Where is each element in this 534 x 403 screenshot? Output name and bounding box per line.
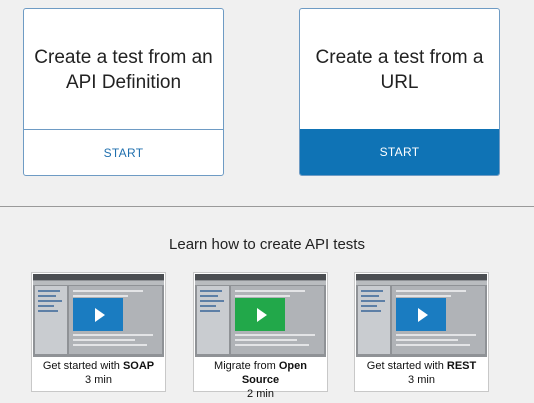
video-caption: Get started with SOAP 3 min — [42, 360, 155, 386]
video-caption: Migrate from Open Source 2 min — [214, 360, 307, 400]
video-caption: Get started with REST 3 min — [366, 360, 477, 386]
video-card-open-source[interactable]: Migrate from Open Source 2 min — [193, 272, 328, 400]
card-url: Create a test from a URL START — [299, 8, 500, 176]
start-button-api-definition[interactable]: START — [24, 129, 223, 175]
play-icon — [417, 307, 428, 322]
play-icon — [256, 307, 267, 322]
card-title-api-definition: Create a test from an API Definition — [34, 47, 213, 93]
section-divider — [0, 206, 534, 207]
video-thumbnail — [356, 274, 487, 357]
play-icon — [94, 307, 105, 322]
video-card-rest[interactable]: Get started with REST 3 min — [354, 272, 489, 392]
card-api-definition: Create a test from an API Definition STA… — [23, 8, 224, 176]
video-duration: 3 min — [85, 374, 112, 386]
card-title-url: Create a test from a URL — [315, 47, 484, 93]
play-button[interactable] — [235, 298, 285, 331]
video-thumbnail — [195, 274, 326, 357]
video-card-soap[interactable]: Get started with SOAP 3 min — [31, 272, 166, 392]
video-duration: 3 min — [408, 374, 435, 386]
start-button-url[interactable]: START — [300, 129, 499, 175]
learn-heading: Learn how to create API tests — [169, 236, 365, 253]
video-duration: 2 min — [247, 388, 274, 400]
video-thumbnail — [33, 274, 164, 357]
play-button[interactable] — [73, 298, 123, 331]
play-button[interactable] — [396, 298, 446, 331]
